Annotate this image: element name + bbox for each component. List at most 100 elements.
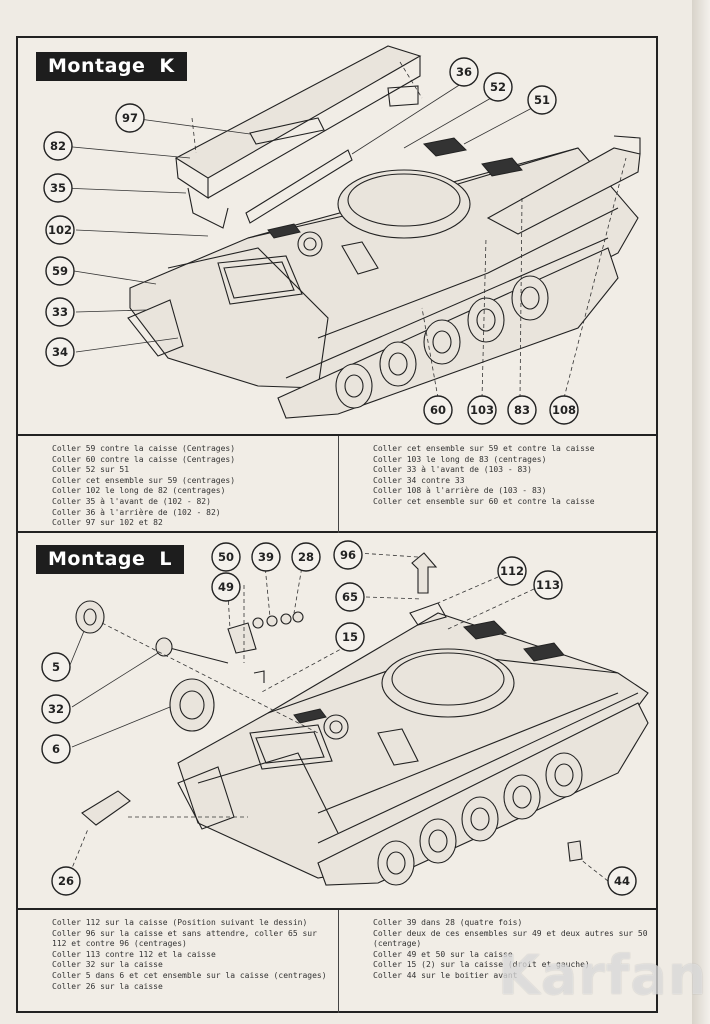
callout-83: 83 [507, 395, 537, 425]
title-word: Montage [48, 55, 146, 77]
instruction-line: Coller 49 et 50 sur la caisse [373, 949, 513, 959]
svg-text:44: 44 [614, 874, 630, 888]
svg-text:33: 33 [52, 305, 68, 319]
part-112 [409, 602, 447, 626]
svg-text:26: 26 [58, 874, 74, 888]
callout-60: 60 [423, 395, 453, 425]
instruction-line: Coller cet ensemble sur 59 et contre la … [373, 444, 595, 453]
instructions-k-left: Coller 59 contre la caisse (Centrages) C… [52, 444, 332, 529]
instruction-line: Coller 103 le long de 83 (centrages) [373, 454, 547, 464]
svg-text:34: 34 [52, 345, 68, 359]
instruction-line: Coller cet ensemble sur 60 et contre la … [373, 496, 595, 506]
callout-65: 65 [335, 582, 365, 612]
instruction-line: Coller 97 sur 102 et 82 [52, 518, 163, 528]
road-wheels [335, 275, 549, 409]
column-divider [338, 910, 339, 1013]
turret-ring [337, 169, 471, 239]
callout-6: 6 [41, 734, 71, 764]
callout-28: 28 [291, 542, 321, 572]
callout-108: 108 [549, 395, 579, 425]
instruction-line: Coller 34 contre 33 [373, 475, 465, 485]
svg-text:50: 50 [218, 550, 234, 564]
callout-102: 102 [45, 215, 75, 245]
callout-35: 35 [43, 173, 73, 203]
svg-text:112: 112 [500, 564, 524, 578]
svg-text:49: 49 [218, 580, 234, 594]
svg-text:6: 6 [52, 742, 60, 756]
svg-text:28: 28 [298, 550, 314, 564]
svg-text:36: 36 [456, 65, 472, 79]
svg-text:39: 39 [258, 550, 274, 564]
callout-39: 39 [251, 542, 281, 572]
instruction-line: Coller 59 contre la caisse (Centrages) [52, 444, 236, 453]
instruction-line: Coller 35 à l'avant de (102 - 82) [52, 496, 211, 506]
title-letter: L [159, 548, 172, 570]
side-skirt-part [174, 45, 422, 179]
fan-cover [297, 231, 323, 257]
road-wheels [377, 752, 583, 886]
svg-text:52: 52 [490, 80, 506, 94]
track [317, 702, 649, 886]
callout-15: 15 [335, 622, 365, 652]
instruction-line: Coller 60 contre la caisse (Centrages) [52, 454, 236, 464]
engine-grill [462, 620, 508, 640]
callout-59: 59 [45, 256, 75, 286]
instruction-line: Coller 26 sur la caisse [52, 981, 163, 991]
part-28-39-set [252, 611, 304, 629]
svg-text:32: 32 [48, 702, 64, 716]
callout-49: 49 [211, 572, 241, 602]
instruction-line: Coller 33 à l'avant de (103 - 83) [373, 465, 532, 475]
instruction-line: 112 et contre 96 (centrages) [52, 939, 187, 949]
part-6-wheel [169, 678, 215, 732]
page-edge [692, 0, 710, 1024]
title-letter: K [159, 55, 175, 77]
engine-grill [422, 137, 468, 157]
svg-text:60: 60 [430, 403, 446, 417]
part-96 [411, 552, 438, 594]
panel-montage-l: 50 39 28 96 112 113 49 65 15 5 32 6 26 4… [16, 533, 658, 1013]
callout-82: 82 [43, 131, 73, 161]
callout-52: 52 [483, 72, 513, 102]
turret-ring [381, 648, 515, 718]
engine-grill [481, 157, 523, 177]
instruction-line: Coller 52 sur 51 [52, 465, 130, 475]
callout-113: 113 [533, 570, 563, 600]
svg-text:108: 108 [552, 403, 576, 417]
callout-44: 44 [607, 866, 637, 896]
part-26-track-link [81, 790, 131, 826]
instruction-line: Coller 15 (2) sur la caisse (droit et ga… [373, 960, 590, 970]
panel-montage-k: 36 52 51 97 82 35 102 59 33 34 60 103 83… [16, 36, 658, 535]
svg-text:59: 59 [52, 264, 68, 278]
instructions-l-right: Coller 39 dans 28 (quatre fois) Coller d… [373, 918, 653, 982]
instructions-k-right: Coller cet ensemble sur 59 et contre la … [373, 444, 653, 508]
svg-text:83: 83 [514, 403, 530, 417]
svg-text:103: 103 [470, 403, 494, 417]
page-title-montage-k: Montage K [36, 52, 187, 81]
column-divider [338, 436, 339, 535]
instruction-line: Coller deux de ces ensembles sur 49 et d… [373, 928, 648, 938]
callout-103: 103 [467, 395, 497, 425]
callout-50: 50 [211, 542, 241, 572]
part-44 [567, 840, 583, 862]
instructions-l: Coller 112 sur la caisse (Position suiva… [18, 908, 656, 1013]
svg-text:5: 5 [52, 660, 60, 674]
instruction-line: Coller 112 sur la caisse (Position suiva… [52, 918, 308, 927]
svg-text:51: 51 [534, 93, 550, 107]
callout-36: 36 [449, 57, 479, 87]
svg-text:97: 97 [122, 111, 138, 125]
part-5-idler-cap [75, 600, 105, 634]
svg-text:102: 102 [48, 223, 72, 237]
callout-5: 5 [41, 652, 71, 682]
instructions-l-left: Coller 112 sur la caisse (Position suiva… [52, 918, 332, 992]
svg-text:82: 82 [50, 139, 66, 153]
part-97-piece [249, 117, 325, 145]
svg-text:65: 65 [342, 590, 358, 604]
tank-drawing-l: 50 39 28 96 112 113 49 65 15 5 32 6 26 4… [41, 540, 649, 896]
callout-51: 51 [527, 85, 557, 115]
instruction-line: Coller 96 sur la caisse et sans attendre… [52, 928, 317, 938]
driver-window [249, 724, 333, 770]
callout-32: 32 [41, 694, 71, 724]
instruction-line: Coller 32 sur la caisse [52, 960, 163, 970]
driver-window [217, 255, 303, 305]
instructions-k: Coller 59 contre la caisse (Centrages) C… [18, 434, 656, 535]
